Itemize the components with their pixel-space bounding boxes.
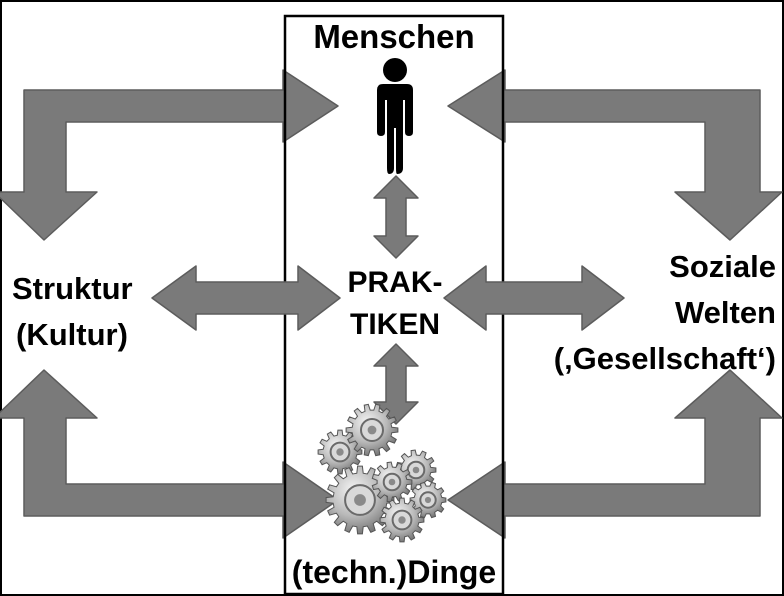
label-struktur: Struktur (Kultur) [12, 266, 133, 358]
arrow-struktur-to-dinge [0, 369, 339, 539]
arrow-struktur-to-menschen [0, 69, 339, 241]
person-icon [377, 58, 413, 174]
label-struktur-line2: (Kultur) [16, 317, 128, 352]
label-praktiken-line1: PRAK- [347, 266, 443, 299]
label-struktur-line1: Struktur [12, 271, 133, 306]
label-soziale-welten-line2: Welten [674, 295, 776, 330]
double-arrow-struktur-praktiken [151, 265, 341, 331]
gear-hole-3 [412, 466, 420, 474]
double-arrow-praktiken-soziale-welten [443, 265, 625, 331]
label-soziale-welten: Soziale Welten (‚Gesellschaft‘) [520, 244, 776, 382]
label-dinge: (techn.)Dinge [291, 554, 497, 590]
gear-hole-6 [388, 478, 396, 486]
gears-icon [317, 403, 447, 543]
gear-hole-5 [354, 494, 366, 506]
gear-hole-1 [336, 448, 344, 456]
label-soziale-welten-line1: Soziale [669, 249, 776, 284]
label-menschen: Menschen [313, 18, 475, 55]
double-arrow-menschen-praktiken [373, 175, 419, 259]
gear-hole-4 [424, 496, 432, 504]
gear-hole-7 [398, 516, 406, 524]
arrow-soziale-welten-to-menschen [447, 69, 783, 241]
label-soziale-welten-line3: (‚Gesellschaft‘) [553, 341, 776, 376]
label-praktiken-line2: TIKEN [350, 308, 440, 341]
label-praktiken: PRAK- TIKEN [330, 262, 460, 346]
gear-hole-2 [367, 425, 377, 435]
arrow-soziale-welten-to-dinge [447, 369, 783, 539]
double-arrow-praktiken-dinge [373, 343, 419, 425]
